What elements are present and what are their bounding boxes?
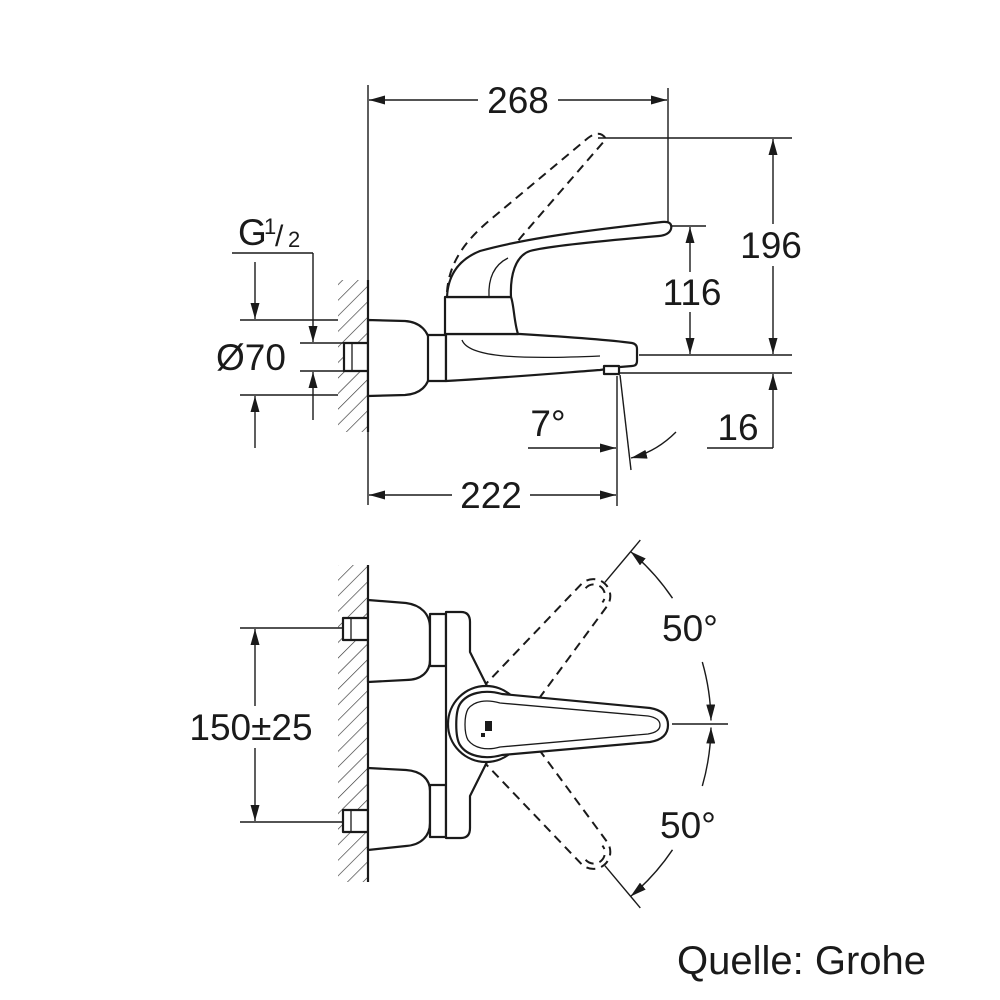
dim-label-outlet-height: 16 bbox=[717, 407, 758, 448]
inlet-nipple-top-plan bbox=[341, 616, 370, 642]
radial-line-swing-up bbox=[604, 539, 641, 583]
body-neck-top-plan bbox=[428, 612, 448, 668]
lever-base-side bbox=[443, 295, 520, 336]
dim-arc-outlet-angle bbox=[630, 431, 677, 459]
lever-handle-inner-line bbox=[488, 257, 509, 298]
source-credit: Quelle: Grohe bbox=[677, 939, 926, 983]
lever-handle-plan bbox=[455, 690, 670, 759]
dim-label-swing-up: 50° bbox=[662, 608, 718, 649]
side-view: 268 196 116 16 7° 222 Ø70 bbox=[216, 80, 802, 516]
aerator-side bbox=[602, 364, 621, 376]
dim-label-overall-length: 268 bbox=[487, 80, 549, 121]
inlet-nipple-side bbox=[342, 341, 370, 373]
inlet-nipple-bottom-plan bbox=[341, 808, 370, 834]
dim-label-lever-height: 116 bbox=[663, 272, 722, 313]
dim-label-overall-height: 196 bbox=[740, 225, 802, 266]
escutcheon-bottom-plan bbox=[366, 766, 432, 852]
thread-size-label: G 1 / 2 bbox=[238, 212, 300, 253]
spout-highlight-line bbox=[461, 339, 601, 359]
dim-label-inlet-spacing: 150±25 bbox=[189, 707, 312, 748]
dim-arc-swing-up-inner bbox=[701, 661, 716, 721]
dim-label-swing-down: 50° bbox=[660, 805, 716, 846]
temperature-indicator-dot bbox=[481, 733, 485, 737]
lever-swing-up-tip bbox=[584, 583, 606, 604]
body-neck-bottom-plan bbox=[428, 783, 448, 839]
plan-view: 50° 50° 150±25 bbox=[189, 539, 728, 909]
dim-arc-swing-down-outer bbox=[630, 849, 674, 897]
lever-handle-inner-contour bbox=[464, 700, 661, 750]
escutcheon-top-plan bbox=[366, 598, 432, 684]
lever-swing-down-tip bbox=[584, 844, 606, 865]
thread-denominator: 2 bbox=[288, 227, 300, 252]
body-neck-side bbox=[426, 333, 448, 383]
dim-arc-swing-up-outer bbox=[630, 551, 674, 599]
wall-hatch-plan bbox=[338, 565, 368, 882]
thread-numerator: 1 bbox=[264, 214, 276, 239]
dim-label-spout-projection: 222 bbox=[460, 475, 522, 516]
outlet-stream-axis bbox=[619, 374, 632, 471]
escutcheon-side bbox=[366, 318, 432, 398]
dim-arc-swing-down-inner bbox=[701, 727, 716, 787]
thread-letter: G bbox=[238, 212, 267, 253]
dim-label-escutcheon-diameter: Ø70 bbox=[216, 337, 286, 378]
thread-slash: / bbox=[275, 220, 284, 253]
radial-line-swing-down bbox=[604, 865, 641, 909]
lever-swing-down-outline bbox=[481, 725, 612, 870]
lever-swing-up-outline bbox=[481, 578, 612, 723]
temperature-indicator-mark bbox=[485, 721, 492, 731]
lever-handle-side bbox=[445, 220, 673, 299]
dim-label-outlet-angle: 7° bbox=[530, 403, 565, 444]
